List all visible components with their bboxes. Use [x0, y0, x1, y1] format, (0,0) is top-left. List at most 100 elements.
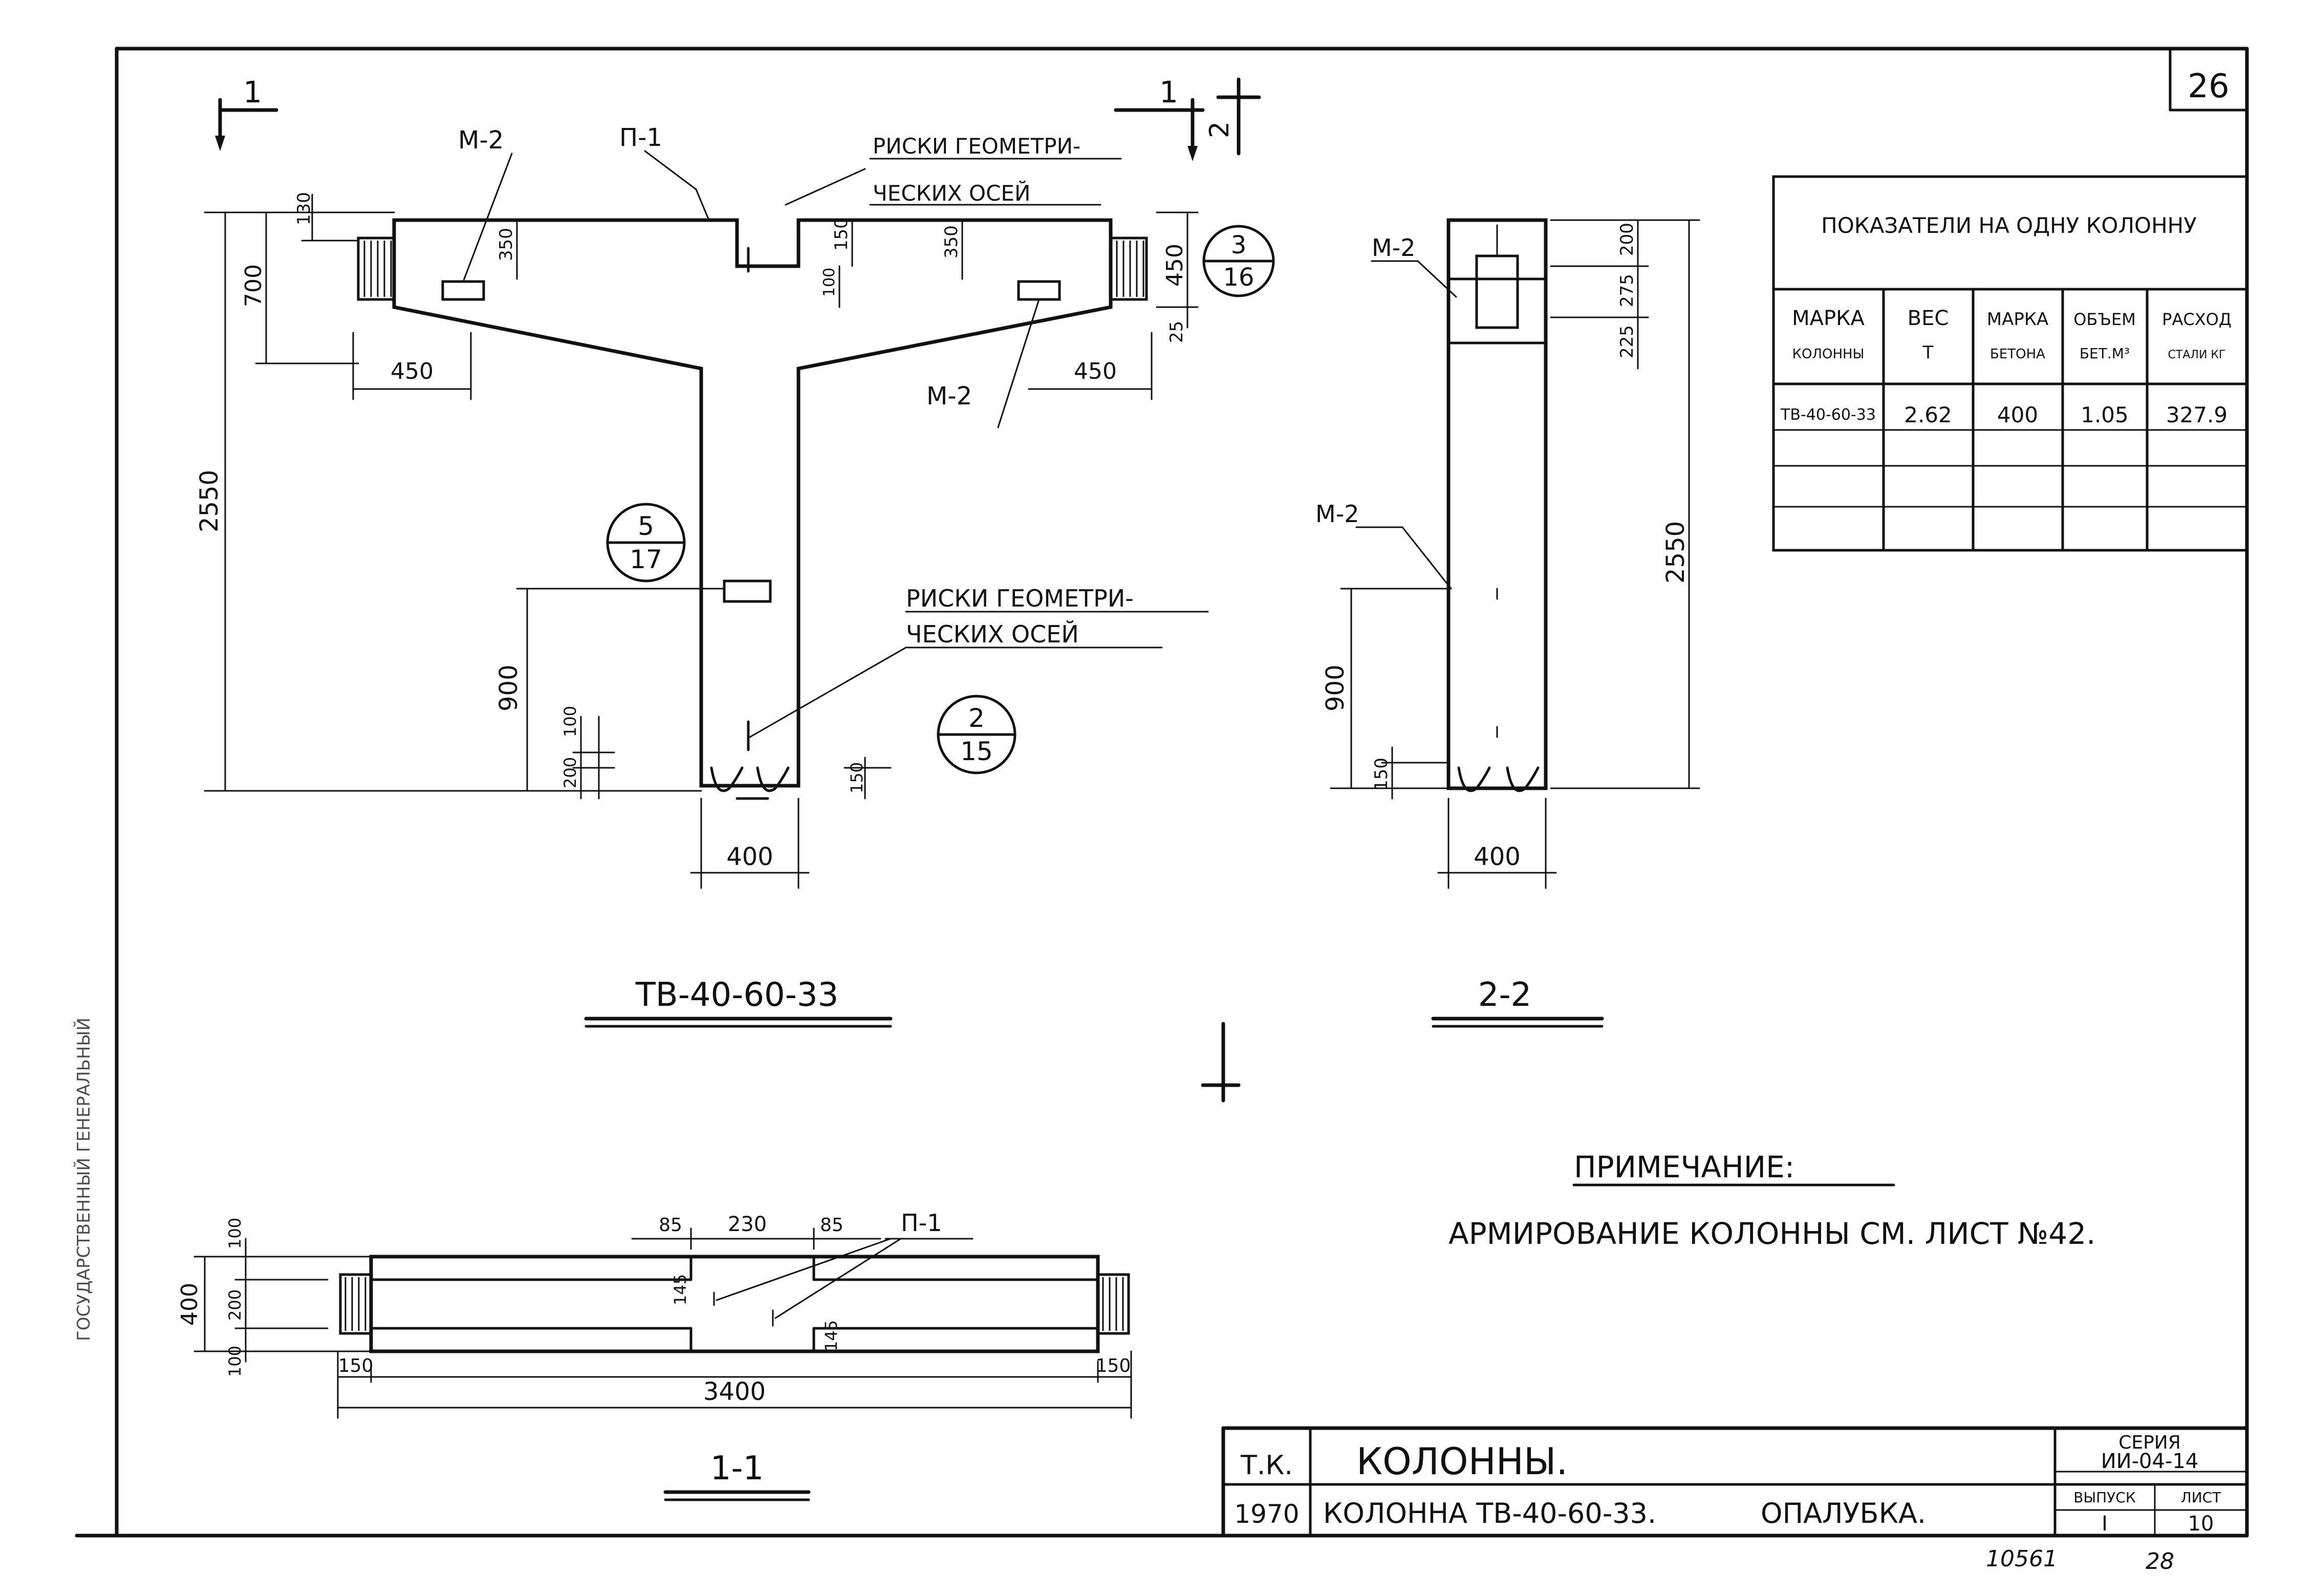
- callout-5-17-bottom: 17: [630, 545, 662, 574]
- indicators-header-concrete-1: МАРКА: [1987, 309, 2049, 330]
- section-1-1-dim-100b: 100: [225, 1346, 245, 1377]
- label-risks-top-1: РИСКИ ГЕОМЕТРИ-: [873, 134, 1080, 159]
- indicators-row-concrete: 400: [1997, 402, 2038, 427]
- section-2-2-dim-150: 150: [1371, 758, 1392, 791]
- indicators-row-mark: ТВ-40-60-33: [1780, 406, 1876, 424]
- section-2-2-dim-900: 900: [1321, 664, 1350, 711]
- section-1-1-dim-150r: 150: [1096, 1355, 1131, 1376]
- label-m2-left: М-2: [458, 126, 504, 155]
- title-block-series-label: СЕРИЯ: [2118, 1432, 2181, 1453]
- indicators-title: ПОКАЗАТЕЛИ НА ОДНУ КОЛОННУ: [1821, 213, 2197, 238]
- indicators-row-volume: 1.05: [2081, 402, 2129, 427]
- title-block-year: 1970: [1234, 1499, 1299, 1529]
- indicators-header-steel-2: СТАЛИ КГ: [2168, 349, 2226, 361]
- section-mark-1-right: [1114, 77, 1261, 161]
- dim-450-right: 450: [1074, 358, 1117, 384]
- dim-450-left: 450: [391, 358, 434, 384]
- section-1-1-dim-150l: 150: [338, 1355, 374, 1376]
- title-block: [1221, 1426, 2249, 1538]
- indicators-table: [1772, 175, 2248, 552]
- indicators-header-concrete-2: БЕТОНА: [1990, 347, 2045, 362]
- end-hatch-left: [357, 236, 396, 301]
- title-block-sheet-value: 10: [2188, 1512, 2214, 1536]
- section-1-1-outline: [369, 1255, 1100, 1353]
- callout-2-15-bottom: 15: [960, 737, 993, 766]
- note-heading: ПРИМЕЧАНИЕ:: [1574, 1150, 1794, 1184]
- section-2-2: [1330, 218, 1700, 889]
- title-block-sheet-label: ЛИСТ: [2181, 1489, 2222, 1506]
- section-2-2-label-m2-top: М-2: [1372, 234, 1416, 262]
- dim-450-vertical: 450: [1162, 244, 1188, 287]
- section-mark-1-left: [215, 98, 278, 151]
- dim-100b: 100: [560, 706, 580, 737]
- section-mark-1-right-label: 1: [1159, 75, 1178, 110]
- indicators-header-mark-2: КОЛОННЫ: [1792, 347, 1865, 362]
- dim-200: 200: [560, 757, 580, 788]
- section-1-1-title: 1-1: [710, 1450, 764, 1487]
- dim-150b: 150: [847, 762, 867, 793]
- section-1-1-dim-100t: 100: [225, 1218, 245, 1249]
- callout-3-16-top: 3: [1231, 231, 1247, 260]
- section-1-1-label-p1: П-1: [901, 1209, 942, 1237]
- indicators-header-mark-1: МАРКА: [1792, 307, 1865, 330]
- section-1-1-dim-145a: 145: [670, 1274, 690, 1305]
- plate-m2-right: [1017, 280, 1061, 301]
- dim-400: 400: [726, 843, 773, 871]
- section-2-2-dim-275: 275: [1617, 274, 1637, 307]
- elevation-dimension-lines: [204, 193, 1199, 889]
- bottom-note-left: 10561: [1986, 1546, 2058, 1572]
- indicators-header-volume-1: ОБЪЕМ: [2073, 310, 2136, 329]
- title-block-subtitle-2: ОПАЛУБКА.: [1761, 1497, 1926, 1529]
- section-1-1-dim-85a: 85: [659, 1215, 682, 1236]
- label-risks-mid-2: ЧЕСКИХ ОСЕЙ: [906, 620, 1079, 648]
- title-block-tk: Т.К.: [1240, 1450, 1293, 1481]
- title-block-subtitle: КОЛОННА ТВ-40-60-33.: [1323, 1497, 1656, 1529]
- indicators-header-volume-2: БЕТ.М³: [2080, 345, 2130, 362]
- label-m2-right: М-2: [926, 382, 972, 411]
- section-2-2-dim-225: 225: [1617, 325, 1637, 358]
- indicators-header-steel-1: РАСХОД: [2162, 310, 2232, 329]
- section-2-2-outline: [1446, 218, 1548, 790]
- indicators-header-weight-2: Т: [1922, 342, 1934, 363]
- page-number: 26: [2188, 68, 2229, 105]
- dim-100: 100: [820, 268, 838, 297]
- section-2-2-dim-400: 400: [1474, 843, 1521, 871]
- section-1-1-dim-200: 200: [225, 1289, 245, 1321]
- label-risks-top-2: ЧЕСКИХ ОСЕЙ: [873, 180, 1030, 206]
- section-1-1-dim-230: 230: [728, 1213, 767, 1236]
- indicators-row-weight: 2.62: [1904, 402, 1952, 427]
- plate-m2-left: [441, 280, 485, 301]
- section-mark-1-left-label: 1: [243, 75, 262, 110]
- section-2-2-dim-2550: 2550: [1661, 521, 1690, 584]
- section-1-1-dim-145b: 145: [821, 1320, 841, 1351]
- section-2-2-title: 2-2: [1478, 976, 1532, 1014]
- section-mark-small: [1201, 1022, 1241, 1103]
- callout-2-15: [937, 695, 1016, 774]
- note-text: АРМИРОВАНИЕ КОЛОННЫ СМ. ЛИСТ №42.: [1448, 1216, 2096, 1251]
- margin-stamp: ГОСУДАРСТВЕННЫЙ ГЕНЕРАЛЬНЫЙ: [73, 1018, 94, 1341]
- dim-150: 150: [831, 218, 852, 251]
- indicators-header-weight-1: ВЕС: [1908, 307, 1949, 330]
- dim-350a: 350: [496, 228, 516, 261]
- section-mark-2-label: 2: [1204, 121, 1235, 138]
- label-p1: П-1: [619, 123, 662, 152]
- bottom-note-right: 28: [2146, 1548, 2174, 1575]
- section-1-1-dim-3400: 3400: [703, 1377, 766, 1406]
- section-2-2-label-m2-mid: М-2: [1315, 500, 1359, 528]
- callout-5-17: [606, 503, 686, 583]
- title-block-issue-value: I: [2102, 1512, 2108, 1536]
- column-elevation: [357, 150, 1209, 800]
- section-2-2-dim-200: 200: [1617, 223, 1637, 256]
- dim-130: 130: [294, 192, 314, 225]
- label-risks-mid-1: РИСКИ ГЕОМЕТРИ-: [906, 585, 1134, 612]
- title-block-issue-label: ВЫПУСК: [2073, 1489, 2136, 1506]
- plate-m2-mid: [723, 579, 772, 603]
- callout-5-17-top: 5: [638, 511, 654, 541]
- indicators-row-steel: 327.9: [2166, 402, 2227, 427]
- dim-700: 700: [241, 264, 267, 307]
- dim-350b: 350: [941, 225, 962, 258]
- section-1-1-dim-85b: 85: [820, 1215, 843, 1236]
- callout-3-16: [1202, 225, 1275, 297]
- end-hatch-right: [1109, 236, 1148, 301]
